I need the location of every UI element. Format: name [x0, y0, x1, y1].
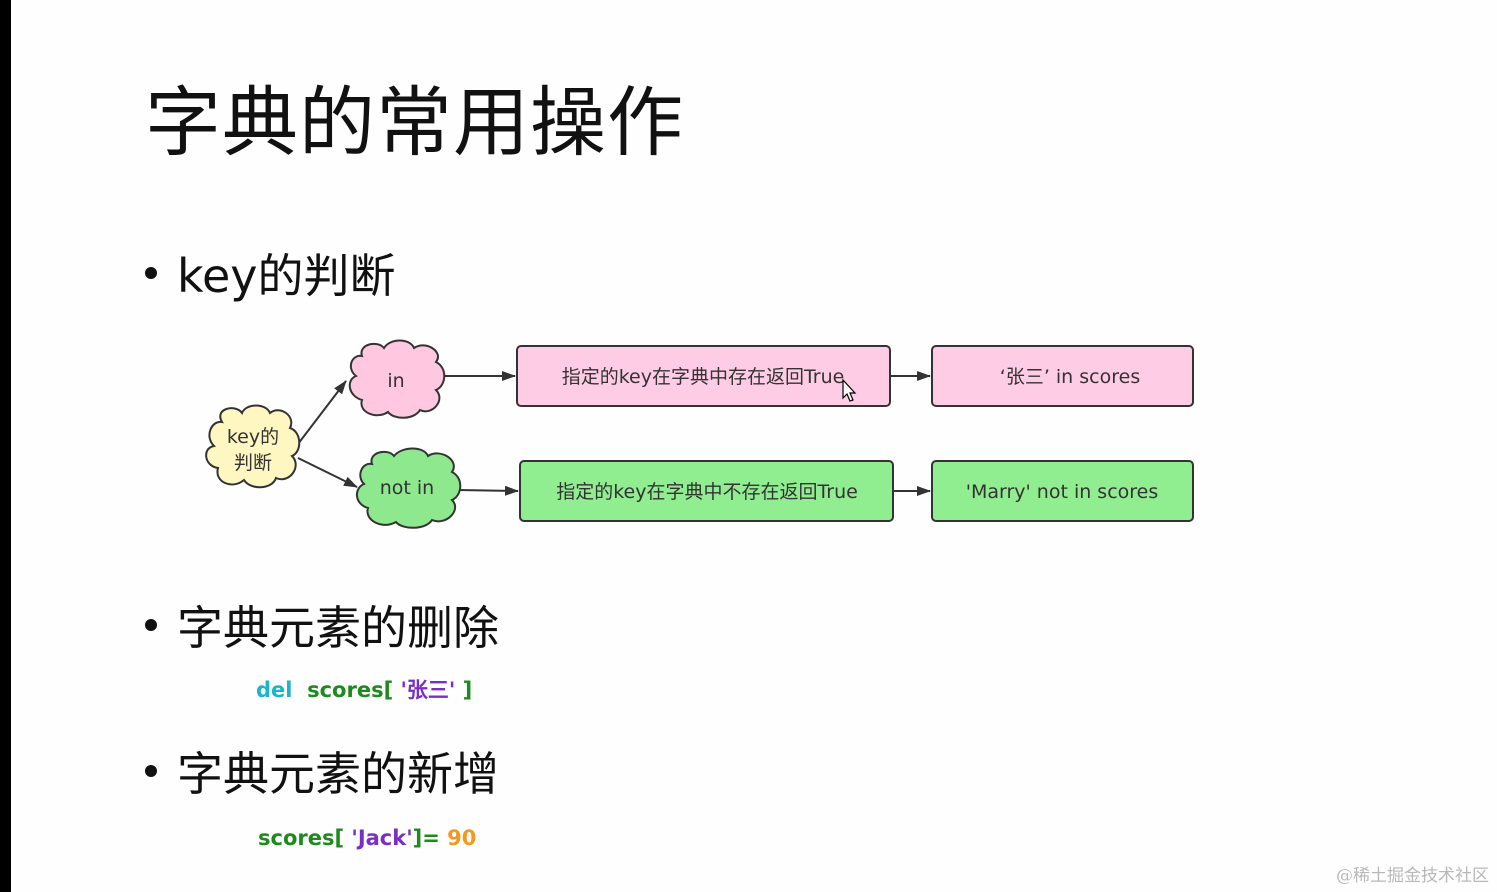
- section-heading: 字典元素的删除: [177, 601, 499, 655]
- cloud-shape: [205, 404, 301, 489]
- code-number: 90: [447, 826, 477, 850]
- section-key-check: key的判断: [145, 240, 396, 306]
- cloud-label-in: in: [387, 370, 404, 392]
- arrow-root-to-in: [297, 380, 347, 445]
- code-bracket: ]: [462, 678, 473, 702]
- cloud-node-not-in: not in: [356, 447, 462, 529]
- code-operator: ]=: [412, 826, 448, 850]
- box-shape: [931, 345, 1194, 407]
- desc-text-in: 指定的key在字典中存在返回True: [562, 366, 845, 388]
- arrow-root-to-notin: [297, 457, 358, 488]
- cloud-shape: [348, 339, 446, 419]
- example-text-not-in: 'Marry' not in scores: [966, 481, 1159, 503]
- code-string: 'Jack': [351, 826, 413, 850]
- cloud-node-in: in: [348, 339, 446, 419]
- cloud-shape: [356, 447, 462, 529]
- bullet-dot: [145, 619, 157, 631]
- left-black-bar: [0, 0, 11, 892]
- code-identifier: scores[: [258, 826, 352, 850]
- root-label-line2: 判断: [234, 452, 272, 474]
- desc-box-not-in: 指定的key在字典中不存在返回True: [519, 460, 894, 522]
- cloud-label-not-in: not in: [380, 477, 434, 499]
- code-string: '张三': [393, 678, 463, 702]
- box-shape: [931, 460, 1194, 522]
- root-label-line1: key的: [227, 426, 279, 448]
- code-keyword: del: [256, 678, 293, 702]
- example-box-in: ‘张三’ in scores: [931, 345, 1194, 407]
- section-add: 字典元素的新增: [145, 738, 499, 804]
- example-text-in: ‘张三’ in scores: [1000, 366, 1140, 388]
- section-heading: key的判断: [177, 249, 396, 303]
- watermark: @稀土掘金技术社区: [1336, 866, 1489, 886]
- box-shape: [516, 345, 891, 407]
- example-box-not-in: 'Marry' not in scores: [931, 460, 1194, 522]
- section-delete: 字典元素的删除: [145, 592, 499, 658]
- code-identifier: scores[: [307, 678, 394, 702]
- slide-title: 字典的常用操作: [145, 78, 684, 167]
- section-heading: 字典元素的新增: [177, 747, 499, 801]
- box-shape: [519, 460, 894, 522]
- mouse-cursor-icon: [842, 378, 857, 402]
- bullet-dot: [145, 267, 157, 279]
- desc-text-not-in: 指定的key在字典中不存在返回True: [556, 481, 858, 503]
- arrow-notin-to-desc: [457, 485, 519, 496]
- desc-box-in: 指定的key在字典中存在返回True: [516, 345, 891, 407]
- bullet-dot: [145, 765, 157, 777]
- code-delete-example: del scores[ '张三' ]: [256, 674, 472, 704]
- code-add-example: scores[ 'Jack']= 90: [258, 826, 476, 850]
- root-cloud-node: key的 判断: [205, 404, 301, 489]
